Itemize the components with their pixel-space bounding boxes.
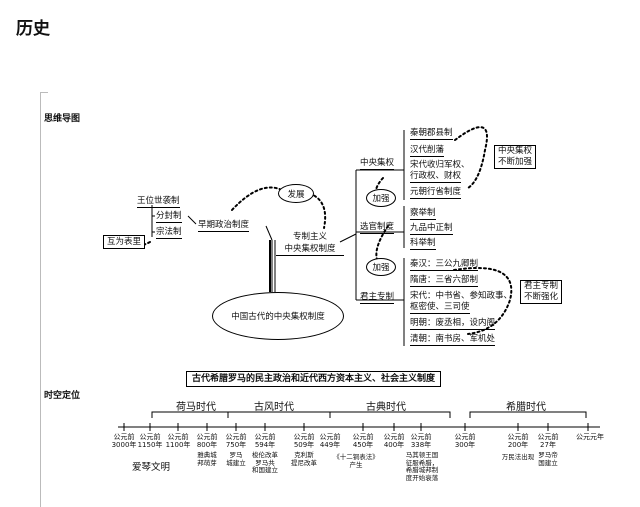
monarchy-item-song-2: 枢密使、三司使	[410, 302, 470, 314]
event-594bc: 梭伦改革罗马共和国建立	[252, 451, 278, 474]
develop-oval: 发展	[278, 184, 314, 203]
era-hellenistic: 希腊时代	[506, 402, 546, 413]
era-classical: 古典时代	[366, 402, 406, 413]
monarchy-item-ming: 明朝：废丞相，设内阁	[410, 318, 496, 330]
monarchy-label: 君主专制	[360, 292, 395, 304]
margin-line	[40, 92, 41, 507]
official-selection-label: 选官制度	[360, 222, 395, 234]
monarchy-item-qing: 清朝：南书房、军机处	[410, 334, 496, 346]
aegean-civilization: 爱琴文明	[132, 462, 171, 473]
central-note-box: 中央集权 不断加强	[494, 145, 537, 169]
monarchy-note-box: 君主专制 不断强化	[520, 280, 563, 304]
autocracy-node: 专制主义 中央集权制度	[276, 231, 344, 256]
central-item-yuan: 元朝行省制度	[410, 187, 462, 199]
monarchy-item-suitang: 隋唐：三省六部制	[410, 275, 479, 287]
official-item-chaju: 察举制	[410, 208, 436, 220]
monarchy-item-song-1: 宋代：中书省、参知政事、	[410, 291, 513, 301]
era-homer: 荷马时代	[176, 402, 216, 413]
item-zongfa: 宗法制	[156, 227, 182, 239]
event-800bc: 雅典城邦萌芽	[197, 451, 217, 467]
event-449bc: 《十二铜表法》产生	[333, 453, 379, 469]
margin-tick	[40, 92, 48, 93]
event-27bc: 罗马帝国建立	[538, 451, 558, 467]
early-relation-box: 互为表里	[103, 235, 146, 249]
central-item-song-1: 宋代收归军权、	[410, 160, 470, 170]
official-item-keju: 科举制	[410, 238, 436, 250]
year-ad1: 公元元年	[576, 433, 604, 441]
central-item-qin: 秦朝郡县制	[410, 128, 453, 140]
section-mindmap-label: 思维导图	[44, 114, 81, 124]
era-archaic: 古风时代	[254, 402, 294, 413]
official-item-jiupin: 九品中正制	[410, 223, 453, 235]
central-item-han: 汉代削藩	[410, 145, 445, 157]
event-750bc: 罗马城建立	[226, 451, 246, 467]
event-200bc: 万民法出现	[501, 453, 535, 461]
strengthen-oval-1: 加强	[366, 189, 396, 207]
page-heading: 历史	[16, 19, 50, 39]
timeline-title: 古代希腊罗马的民主政治和近代西方资本主义、社会主义制度	[186, 371, 442, 387]
central-item-song-2: 行政权、财权	[410, 171, 462, 183]
item-fenfeng: 分封制	[156, 211, 182, 223]
central-power-label: 中央集权	[360, 158, 395, 170]
strengthen-oval-2: 加强	[366, 258, 396, 276]
event-509bc: 克利斯提尼改革	[291, 451, 317, 467]
monarchy-item-qinhan: 秦汉：三公九卿制	[410, 259, 479, 271]
root-oval: 中国古代的中央集权制度	[212, 292, 344, 340]
item-wangwei-shixi: 王位世袭制	[137, 196, 180, 208]
section-timeline-label: 时空定位	[44, 391, 81, 401]
event-338bc: 马其顿王国征服希腊，希腊城邦制度开始衰落	[405, 451, 439, 482]
early-system-label: 早期政治制度	[198, 220, 250, 232]
